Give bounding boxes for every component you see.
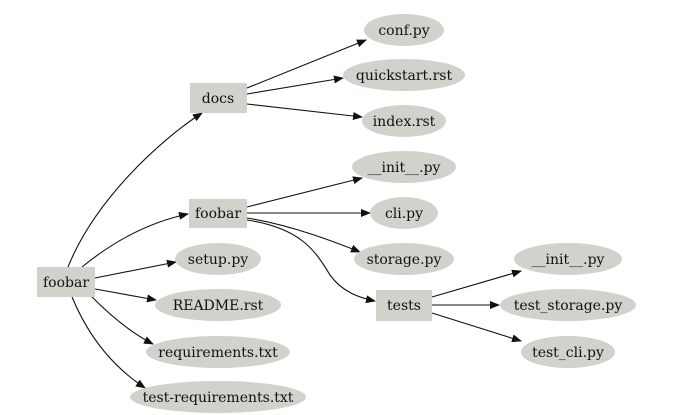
node-setup-py[interactable]: setup.py (175, 243, 261, 275)
node-label: storage.py (367, 252, 442, 268)
edges (67, 39, 522, 389)
node-tests-init-py[interactable]: __init__.py (514, 243, 622, 275)
node-label: conf.py (378, 23, 429, 39)
node-test-storage-py[interactable]: test_storage.py (500, 289, 636, 321)
node-label: quickstart.rst (356, 68, 453, 84)
node-label: requirements.txt (158, 345, 278, 361)
node-label: test-requirements.txt (143, 390, 294, 406)
edge-docs-index (246, 103, 363, 120)
node-label: cli.py (385, 206, 423, 222)
edge-root-setup (94, 259, 177, 279)
node-label: foobar (195, 206, 241, 222)
edge-pkg-init (246, 176, 363, 208)
node-label: index.rst (373, 114, 436, 130)
node-requirements-txt[interactable]: requirements.txt (146, 336, 290, 368)
edge-tests-init (431, 269, 522, 298)
edge-docs-quickstart (246, 75, 344, 95)
node-test-cli-py[interactable]: test_cli.py (521, 336, 615, 368)
edge-root-pkg (81, 211, 189, 268)
edge-root-readme (94, 288, 157, 303)
node-package-init-py[interactable]: __init__.py (352, 151, 456, 183)
edge-tests-cli (431, 312, 522, 343)
edge-root-testreq (71, 296, 146, 389)
node-readme-rst[interactable]: README.rst (155, 289, 281, 321)
node-cli-py[interactable]: cli.py (370, 197, 438, 229)
node-label: foobar (43, 275, 89, 291)
edge-pkg-storage (246, 217, 361, 253)
node-test-requirements-txt[interactable]: test-requirements.txt (130, 381, 306, 413)
node-quickstart-rst[interactable]: quickstart.rst (343, 59, 465, 91)
node-docs-folder[interactable]: docs (190, 83, 247, 113)
node-label: __init__.py (532, 252, 605, 268)
nodes: foobar docs foobar tests setup.py README… (37, 14, 636, 413)
edge-docs-conf (246, 39, 367, 89)
node-label: test_cli.py (532, 345, 604, 361)
edge-root-docs (67, 112, 203, 268)
node-tests-folder[interactable]: tests (376, 290, 432, 321)
node-label: __init__.py (368, 160, 441, 176)
node-conf-py[interactable]: conf.py (364, 14, 444, 46)
edge-root-req (91, 296, 154, 345)
node-storage-py[interactable]: storage.py (354, 243, 454, 275)
node-label: tests (387, 298, 421, 314)
node-index-rst[interactable]: index.rst (362, 105, 446, 137)
edge-pkg-tests (246, 219, 376, 304)
node-foobar-package-folder[interactable]: foobar (189, 199, 247, 228)
node-root-folder[interactable]: foobar (37, 267, 95, 297)
node-label: README.rst (173, 298, 264, 314)
node-label: setup.py (188, 252, 248, 268)
node-label: test_storage.py (514, 298, 623, 314)
node-label: docs (202, 91, 234, 107)
